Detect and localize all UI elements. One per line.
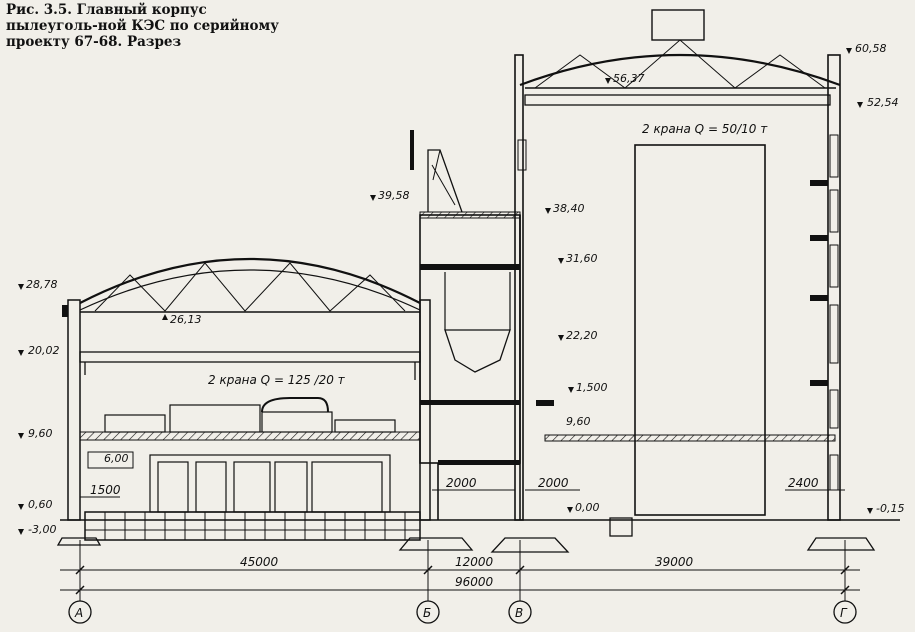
elev-minus-3-00: -3,00 [28,523,56,536]
dim-2400: 2400 [788,476,819,490]
elev-6-00: 6,00 [104,452,129,465]
elev-60-58: 60,58 [855,42,887,55]
axis-label-v: В [515,606,523,620]
figure-caption: Рис. 3.5. Главный корпус пылеуголь-ной К… [6,2,296,50]
elevation-marks: 60,58 56,37 52,54 39,58 38,40 31,60 28,7… [18,42,904,536]
elev-26-13: 26,13 [170,313,202,326]
elev-39-58: 39,58 [378,189,410,202]
elev-31-60: 31,60 [566,252,598,265]
dim-12000: 12000 [455,555,494,569]
axis-label-a: А [74,606,83,620]
boiler-room [514,9,841,521]
elev-20-02: 20,02 [28,344,60,357]
elev-28-78: 28,78 [26,278,58,291]
dim-39000: 39000 [655,555,694,569]
crane-label-boiler-room: 2 крана Q = 50/10 т [642,122,768,136]
elev-52-54: 52,54 [867,96,899,109]
elev-9-60-mid: 9,60 [566,415,591,428]
elev-0-60: 0,60 [28,498,53,511]
elev-56-37: 56,37 [613,72,645,85]
elev-22-20: 22,20 [566,329,598,342]
elev-0-00: 0,00 [575,501,600,514]
dimension-lines: 1500 2000 2000 2400 45000 12000 39000 96… [60,476,860,600]
dim-96000: 96000 [455,575,494,589]
dim-1500: 1500 [90,483,121,497]
axis-label-g: Г [840,606,848,620]
dim-2000-left: 2000 [446,476,477,490]
dim-2000-right: 2000 [538,476,569,490]
bunker-bay [410,130,521,520]
elev-minus-0-15: -0,15 [876,502,904,515]
crane-label-turbine-hall: 2 крана Q = 125 /20 т [208,373,346,387]
grid-axes: А Б В Г [68,540,857,624]
dim-45000: 45000 [240,555,279,569]
elev-38-40: 38,40 [553,202,585,215]
turbine-hall [62,257,431,521]
elev-9-60-left: 9,60 [28,427,53,440]
foundation-slab [56,511,900,553]
axis-label-b: Б [423,606,431,620]
caption-text: Рис. 3.5. Главный корпус пылеуголь-ной К… [6,2,279,50]
elev-15-00: 1,500 [576,381,608,394]
